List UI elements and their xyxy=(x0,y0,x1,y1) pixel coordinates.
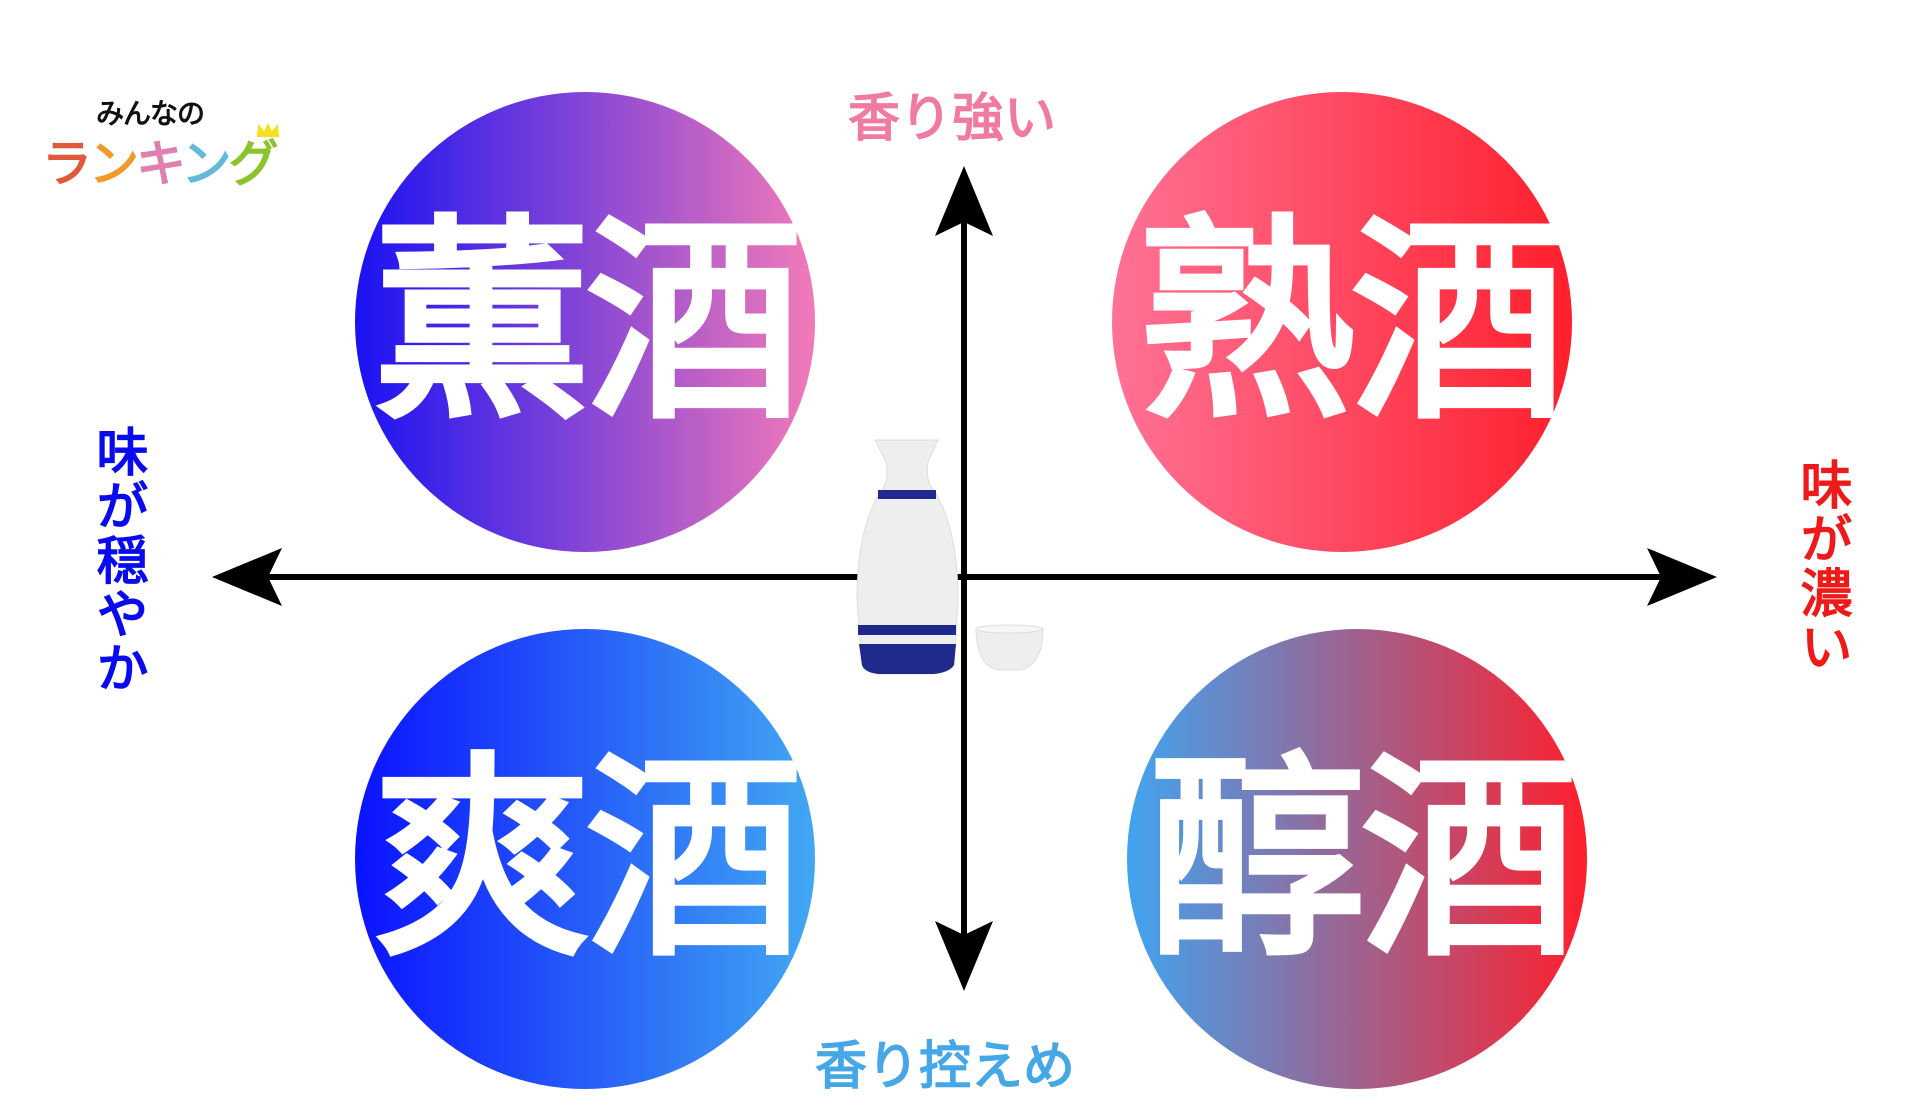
axis-label-bottom: 香り控えめ xyxy=(815,1036,1076,1097)
arrow-up-icon xyxy=(935,166,993,236)
logo-top-text: みんなの xyxy=(96,97,205,130)
tokkuri-icon xyxy=(856,439,959,675)
quadrant-circle-kunshu xyxy=(355,92,815,552)
quadrant-label-soushu: 爽酒 xyxy=(373,731,803,987)
quadrant-label-junshu: 醇酒 xyxy=(1148,731,1578,987)
axis-label-top: 香り強い xyxy=(848,88,1057,149)
logo-char: ン xyxy=(181,135,232,193)
quadrant-label-kunshu: 薫酒 xyxy=(373,194,803,450)
quadrant-circle-soushu xyxy=(355,629,815,1089)
logo-char: グ xyxy=(228,135,279,193)
sake-cup-icon xyxy=(975,624,1044,671)
logo-char: キ xyxy=(136,135,184,193)
logo-char: ラ xyxy=(42,135,92,193)
arrow-left-icon xyxy=(212,548,282,606)
logo-main-text: ランキング xyxy=(42,124,279,196)
arrow-down-icon xyxy=(935,921,993,991)
axis-label-right: 味が濃い xyxy=(1791,458,1852,674)
quadrant-circle-junshu xyxy=(1127,629,1587,1089)
crown-icon xyxy=(257,123,279,137)
arrow-right-icon xyxy=(1647,548,1717,606)
logo-char: ン xyxy=(89,135,139,193)
quadrant-label-jukushu: 熟酒 xyxy=(1138,194,1568,450)
quadrant-circle-jukushu xyxy=(1112,92,1572,552)
axis-label-left: 味が穏やか xyxy=(87,425,148,695)
